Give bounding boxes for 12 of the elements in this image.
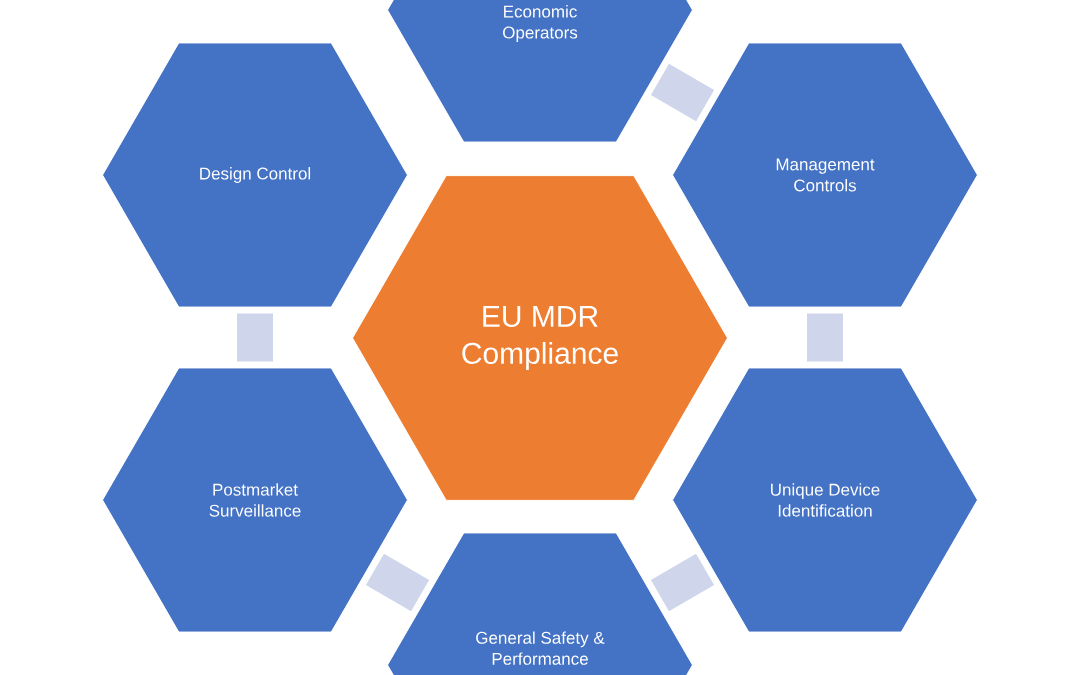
connector-band (807, 313, 843, 362)
center-hexagon: EU MDR Compliance (352, 175, 728, 501)
connector-band (650, 553, 715, 612)
hexagon: General Safety & Performance (387, 532, 693, 675)
hexagon: Postmarket Surveillance (102, 367, 408, 633)
hexagon: Unique Device Identification (672, 367, 978, 633)
hexagon: Economic Operators (387, 0, 693, 143)
connector-band (650, 63, 715, 122)
connector-band (365, 553, 430, 612)
hexagon: Design Control (102, 42, 408, 308)
connector-band (237, 313, 273, 362)
hexagon: Management Controls (672, 42, 978, 308)
